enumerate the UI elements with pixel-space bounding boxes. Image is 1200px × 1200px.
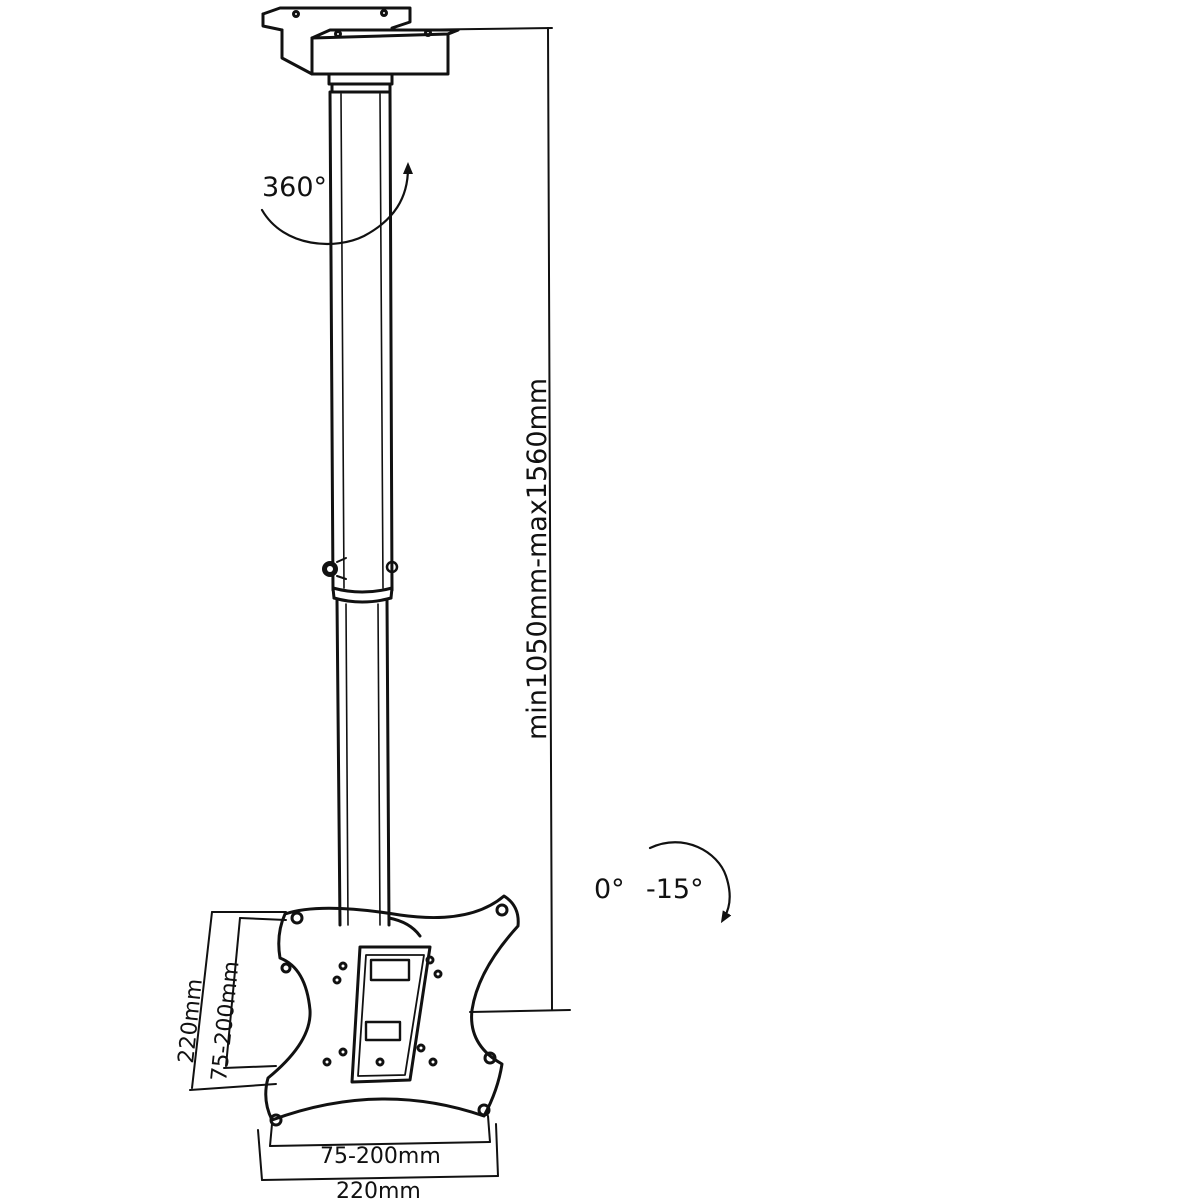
plate-height-dimension	[189, 911, 287, 1091]
rotation-label: 360°	[262, 172, 327, 203]
plate-outer-width-label: 220mm	[336, 1179, 421, 1200]
plate-outer-height-label: 220mm	[174, 978, 208, 1065]
tilt-start-label: 0°	[594, 874, 625, 905]
ceiling-bracket	[261, 6, 460, 94]
plate-vesa-height-label: 75-200mm	[207, 960, 244, 1083]
lower-pole	[335, 598, 422, 938]
upper-pole	[328, 90, 394, 592]
tilt-end-label: -15°	[646, 874, 704, 905]
vesa-plate	[264, 894, 520, 1127]
height-dimension	[399, 27, 571, 1013]
pole-collar	[331, 586, 394, 604]
rotation-arrow-icon	[260, 162, 413, 246]
tilt-arrow-icon	[648, 841, 732, 924]
locking-knob	[322, 557, 399, 580]
plate-width-dimension	[257, 1115, 499, 1181]
height-range-label: min1050mm-max1560mm	[522, 378, 553, 740]
plate-vesa-width-label: 75-200mm	[320, 1144, 441, 1169]
